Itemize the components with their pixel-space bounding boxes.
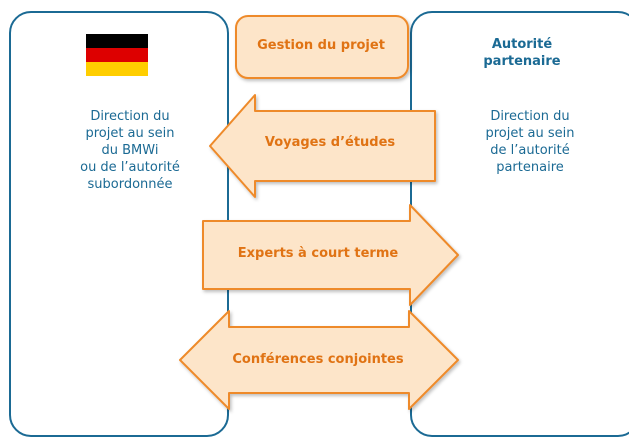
flag-stripe-red — [86, 48, 148, 62]
project-management-box — [235, 15, 409, 79]
germany-flag-icon — [86, 34, 148, 76]
german-project-direction-text: Direction du projet au sein du BMWi ou d… — [80, 109, 180, 192]
partner-authority-title: Autorité partenaire — [483, 37, 561, 69]
experts-arrow-right — [202, 204, 459, 306]
partner-project-direction-text: Direction du projet au sein de l’autorit… — [485, 109, 575, 175]
flag-stripe-gold — [86, 62, 148, 76]
project-management-label: Gestion du projet — [257, 38, 385, 53]
flag-stripe-black — [86, 34, 148, 48]
voyages-arrow-label: Voyages d’études — [264, 135, 396, 150]
conferences-arrow-label: Conférences conjointes — [232, 352, 404, 367]
experts-arrow-label: Experts à court terme — [237, 246, 399, 261]
conferences-arrow-both — [179, 310, 459, 410]
voyages-arrow-left — [209, 94, 436, 198]
